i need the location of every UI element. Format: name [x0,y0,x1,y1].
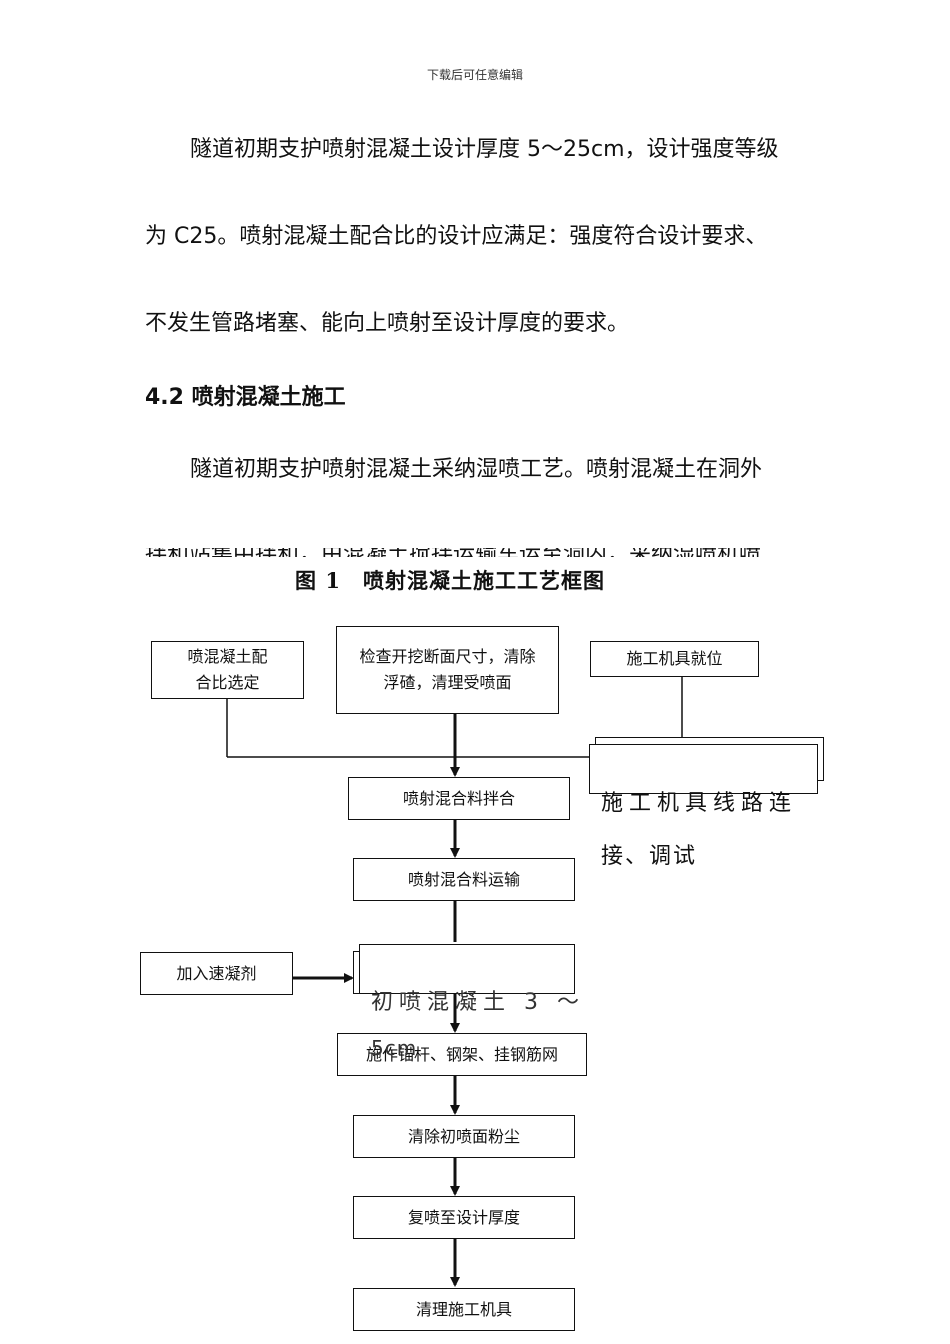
box-mixing: 喷射混合料拌合 [348,777,570,820]
box-mix-ratio-line-1: 喷混凝土配 [187,647,268,666]
box-initial-spray-line-1: 初喷混凝土 3 ～ [371,990,585,1015]
figure-title: 图 1 喷射混凝土施工工艺框图 [295,568,605,593]
box-anchor-steel-label: 施作锚杆、钢架、挂钢筋网 [365,1044,558,1064]
box-inspect-line-1: 检查开挖断面尺寸，清除 [359,647,536,666]
box-accelerator: 加入速凝剂 [140,952,293,995]
paragraph-2-line-2-clipped: 拌和站集中拌和，由混凝土搅拌运输车运至洞内，采纳湿喷机喷 [145,548,845,557]
box-clean-tools-label: 清理施工机具 [415,1299,512,1319]
box-anchor-steel: 施作锚杆、钢架、挂钢筋网 [337,1033,587,1076]
box-accelerator-label: 加入速凝剂 [176,963,257,983]
box-machine-connect-line-2: 接、调试 [601,844,698,869]
box-transport-label: 喷射混合料运输 [407,869,520,889]
box-mix-ratio-line-2: 合比选定 [195,673,260,692]
box-initial-spray [359,944,575,994]
box-machine-in-place: 施工机具就位 [590,641,759,677]
box-re-spray: 复喷至设计厚度 [353,1196,575,1239]
box-machine-connect-line-1: 施工机具线路连 [601,791,798,816]
paragraph-2-line-2-text: 拌和站集中拌和，由混凝土搅拌运输车运至洞内，采纳湿喷机喷 [145,548,761,557]
box-machine-connect [589,744,818,794]
box-re-spray-label: 复喷至设计厚度 [407,1207,520,1227]
box-clean-tools: 清理施工机具 [353,1288,575,1331]
paragraph-1-line-1: 隧道初期支护喷射混凝土设计厚度 5～25cm，设计强度等级 [190,137,779,162]
box-clean-dust-label: 清除初喷面粉尘 [407,1126,520,1146]
box-machine-in-place-label: 施工机具就位 [626,649,723,668]
paragraph-2-line-1: 隧道初期支护喷射混凝土采纳湿喷工艺。喷射混凝土在洞外 [190,457,763,482]
paragraph-1-line-3: 不发生管路堵塞、能向上喷射至设计厚度的要求。 [145,311,630,336]
paragraph-1-line-2: 为 C25。喷射混凝土配合比的设计应满足：强度符合设计要求、 [145,224,768,249]
box-inspect-line-2: 浮碴，清理受喷面 [383,673,512,692]
header-note: 下载后可任意编辑 [426,68,523,82]
box-mix-ratio: 喷混凝土配 合比选定 [151,641,304,699]
box-transport: 喷射混合料运输 [353,858,575,901]
box-mixing-label: 喷射混合料拌合 [402,788,515,808]
section-heading: 4.2 喷射混凝土施工 [145,385,346,410]
box-initial-spray-line-2: 5cm [371,1036,418,1060]
box-clean-dust: 清除初喷面粉尘 [353,1115,575,1158]
box-inspect-section: 检查开挖断面尺寸，清除 浮碴，清理受喷面 [336,626,559,714]
